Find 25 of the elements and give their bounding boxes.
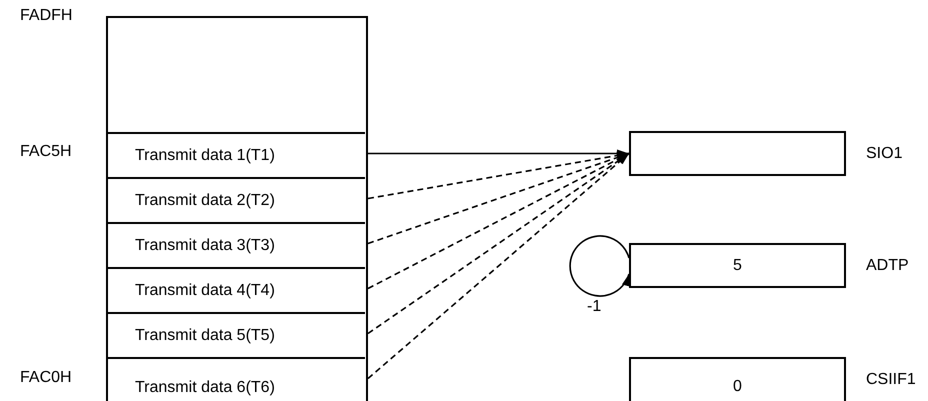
arrow (368, 152, 630, 244)
row-text: Transmit data 3(T3) (135, 238, 275, 254)
row-text: Transmit data 4(T4) (135, 282, 275, 298)
row-text: 5 (733, 258, 742, 274)
arrow (368, 150, 629, 158)
register-box (629, 357, 846, 401)
register-box (629, 131, 846, 176)
address-label: FAC5H (20, 144, 72, 160)
row-text: Transmit data 5(T5) (135, 328, 275, 344)
register-box (629, 243, 846, 288)
loop-arrow (569, 235, 630, 297)
row-text: Transmit data 2(T2) (135, 192, 275, 208)
arrow (367, 152, 630, 380)
arrow (368, 152, 630, 334)
register-name: CSIIF1 (866, 372, 916, 388)
arrow (368, 152, 630, 290)
memory-block (106, 16, 368, 401)
register-name: SIO1 (866, 146, 902, 162)
address-label: FAC0H (20, 370, 72, 386)
address-label: FADFH (20, 8, 72, 24)
row-text: Transmit data 1(T1) (135, 148, 275, 164)
register-name: ADTP (866, 258, 909, 274)
arrow (368, 152, 630, 200)
row-text: Transmit data 6(T6) (135, 380, 275, 396)
row-text: 0 (733, 379, 742, 395)
